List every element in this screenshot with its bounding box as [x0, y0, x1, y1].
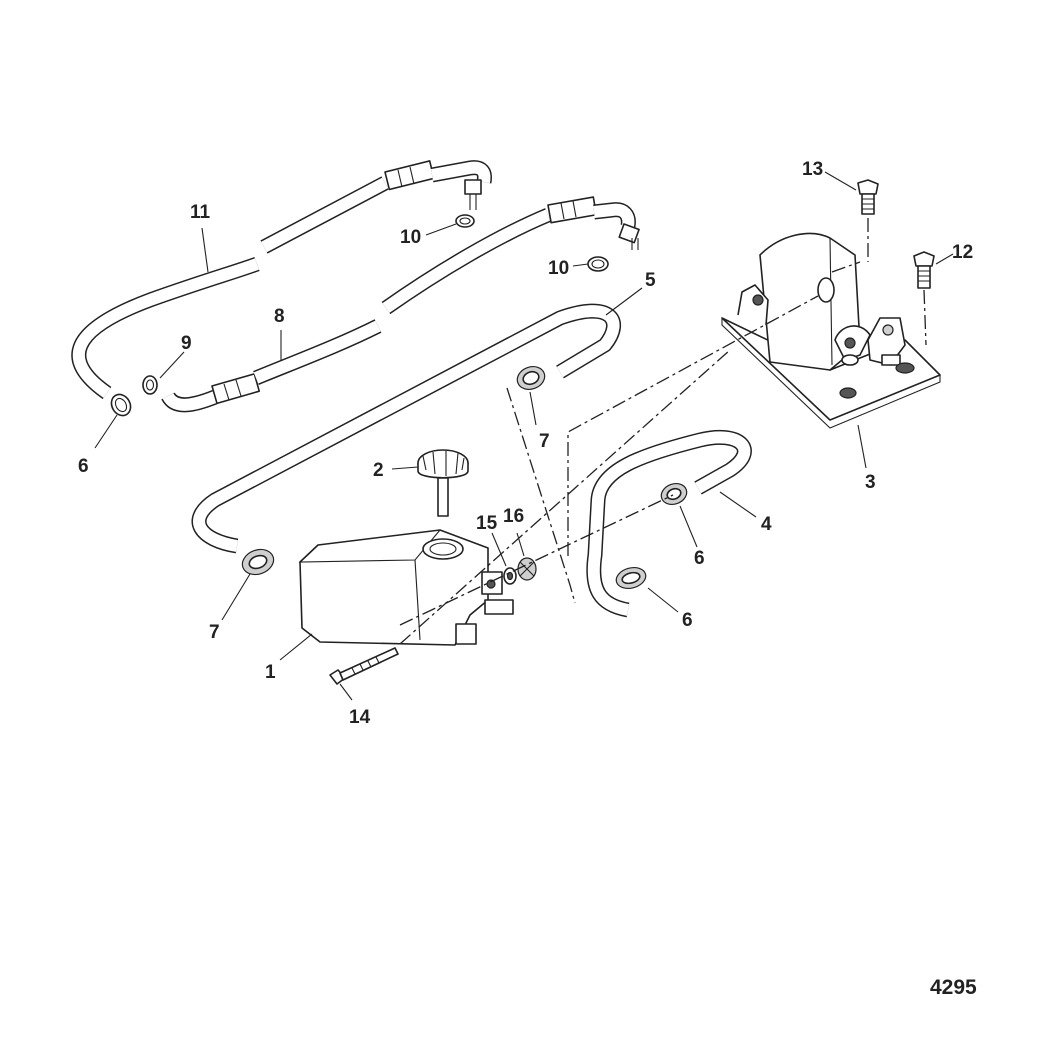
callout-6-middle: 6	[694, 548, 705, 569]
assembly-lines	[399, 218, 927, 645]
callout-7-upper: 7	[539, 431, 550, 452]
callout-12: 12	[952, 242, 973, 263]
callout-4: 4	[761, 514, 772, 535]
callout-5: 5	[645, 270, 656, 291]
fitting-16	[517, 557, 537, 581]
callout-11: 11	[190, 202, 211, 223]
reservoir-1	[298, 529, 514, 646]
hose-4	[586, 429, 752, 618]
callout-15: 15	[476, 513, 498, 534]
callout-10-upper: 10	[400, 227, 421, 248]
callout-8: 8	[274, 306, 285, 327]
bolt-14	[329, 647, 399, 685]
o-ring-10-lower	[587, 256, 609, 272]
clamp-7-upper	[516, 366, 546, 390]
callout-7-lower: 7	[209, 622, 220, 643]
clamp-6-left	[110, 393, 132, 417]
callout-2: 2	[373, 460, 384, 481]
bolt-12	[913, 251, 935, 289]
figure-number: 4295	[930, 976, 977, 999]
washer-15	[503, 567, 517, 585]
callout-13: 13	[802, 159, 823, 180]
bracket-3	[721, 232, 941, 429]
o-ring-10-upper	[455, 214, 475, 228]
hose-11	[71, 160, 492, 400]
callout-labels: 11 8 9 6 10 10 5 7 2 7 1 14 15 16 6 4 6 …	[78, 159, 973, 728]
callout-6-left: 6	[78, 456, 89, 477]
callout-10-lower: 10	[548, 258, 569, 279]
hose-5	[191, 303, 621, 554]
clamp-7-lower	[241, 548, 275, 576]
callout-14: 14	[349, 707, 371, 728]
callout-6-lower: 6	[682, 610, 693, 631]
bolt-13	[857, 179, 879, 215]
leader-lines	[94, 171, 954, 701]
callout-9: 9	[181, 333, 192, 354]
clamp-6-lower	[615, 566, 647, 590]
callout-16: 16	[503, 506, 524, 527]
o-ring-9	[142, 375, 158, 395]
callout-1: 1	[265, 662, 276, 683]
callout-3: 3	[865, 472, 876, 493]
clamp-6-middle	[660, 483, 688, 505]
hose-8	[161, 196, 640, 413]
fill-cap-2	[417, 449, 469, 517]
